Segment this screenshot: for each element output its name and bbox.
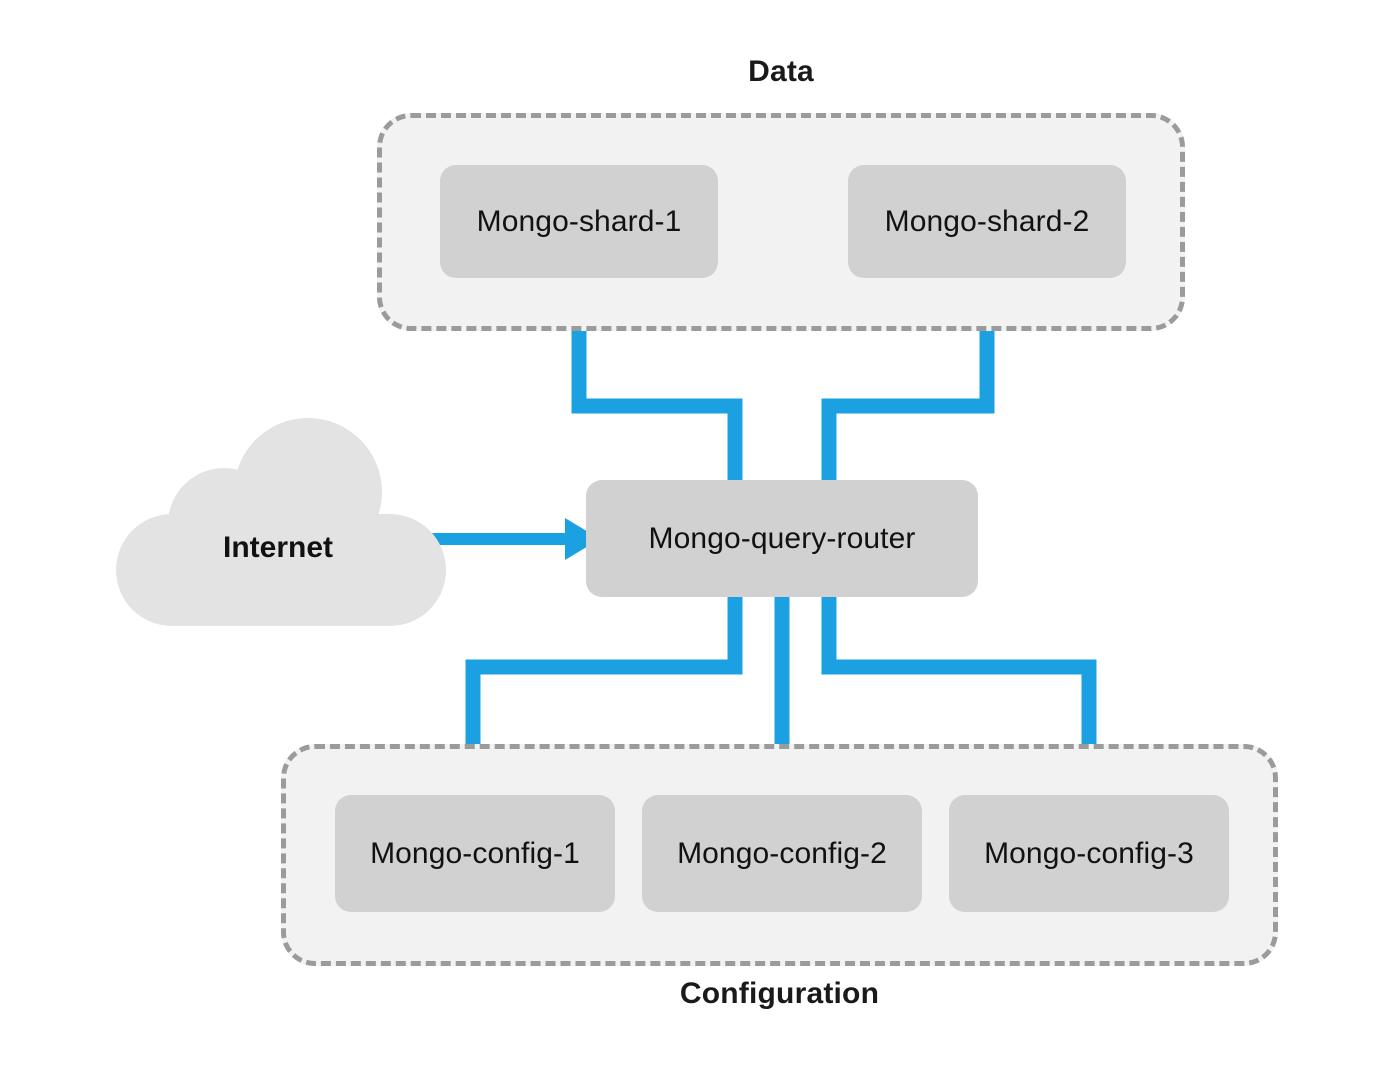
node-mongo-query-router[interactable]: Mongo-query-router — [586, 480, 978, 597]
node-mongo-config-2[interactable]: Mongo-config-2 — [642, 795, 922, 912]
node-mongo-shard-1[interactable]: Mongo-shard-1 — [440, 165, 718, 278]
node-label-shard-2: Mongo-shard-2 — [884, 204, 1090, 238]
node-label-config-3: Mongo-config-3 — [984, 836, 1194, 870]
node-label-router: Mongo-query-router — [648, 521, 916, 555]
node-mongo-config-3[interactable]: Mongo-config-3 — [949, 795, 1229, 912]
node-label-config-2: Mongo-config-2 — [677, 836, 887, 870]
node-label-internet: Internet — [222, 531, 333, 564]
group-label-data: Data — [748, 55, 814, 88]
node-mongo-shard-2[interactable]: Mongo-shard-2 — [848, 165, 1126, 278]
node-internet-cloud[interactable]: Internet — [112, 418, 452, 630]
group-label-configuration: Configuration — [679, 977, 880, 1010]
cloud-icon — [116, 418, 446, 626]
node-label-config-1: Mongo-config-1 — [370, 836, 580, 870]
node-label-shard-1: Mongo-shard-1 — [476, 204, 682, 238]
node-mongo-config-1[interactable]: Mongo-config-1 — [335, 795, 615, 912]
